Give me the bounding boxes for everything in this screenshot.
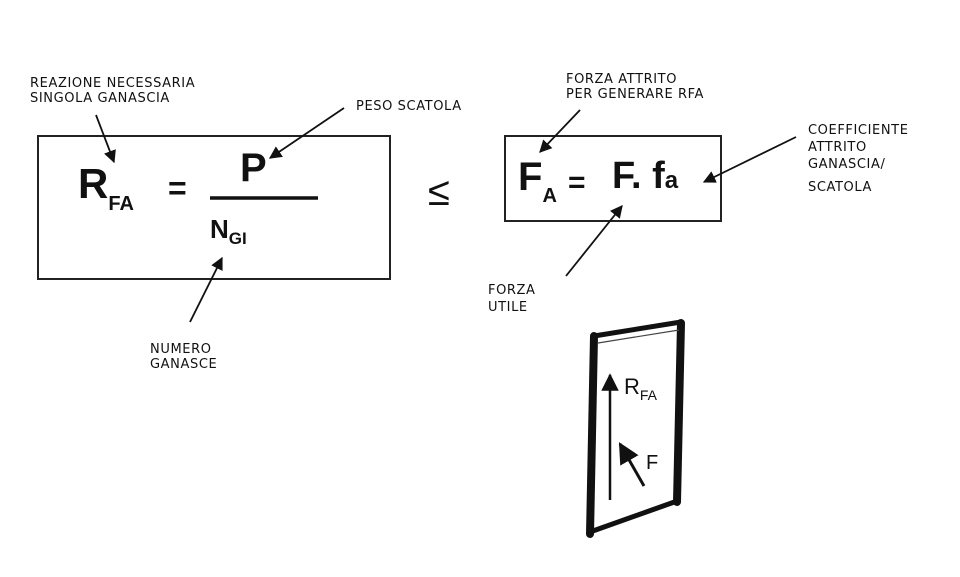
formula-right-rhs-main: F. f bbox=[612, 155, 665, 197]
formula-left-equals: = bbox=[168, 170, 187, 206]
formula-left-numerator: P bbox=[240, 146, 267, 190]
box-label-rfa-main: R bbox=[624, 374, 640, 399]
formula-left-lhs-main: R bbox=[78, 160, 109, 207]
label-coeff-line4: SCATOLA bbox=[808, 180, 873, 195]
label-coeff-line2: ATTRITO bbox=[808, 140, 867, 155]
label-peso: PESO SCATOLA bbox=[356, 99, 462, 114]
formula-right-rhs: F. fa bbox=[612, 155, 678, 198]
arrow-numero bbox=[189, 256, 223, 323]
arrow-reazione bbox=[95, 114, 116, 164]
label-coeff-line1: COEFFICIENTE bbox=[808, 123, 909, 138]
label-forza-attrito-line2: PER GENERARE RFA bbox=[566, 87, 705, 102]
label-forza-utile-line1: FORZA bbox=[488, 283, 536, 298]
label-numero: NUMERO GANASCE bbox=[150, 342, 217, 372]
box-inner-line bbox=[597, 329, 680, 344]
label-numero-line1: NUMERO bbox=[150, 342, 212, 357]
label-numero-line2: GANASCE bbox=[150, 357, 218, 372]
formula-right-lhs: FA bbox=[518, 155, 557, 207]
inequality-sign: ≤ bbox=[428, 170, 450, 214]
formula-right-rhs-sub: a bbox=[664, 167, 679, 194]
label-forza-utile: FORZA UTILE bbox=[488, 282, 536, 316]
label-reazione-line2: SINGOLA GANASCIA bbox=[30, 91, 170, 106]
label-forza-attrito-line1: FORZA ATTRITO bbox=[566, 72, 678, 87]
box-right-side bbox=[673, 319, 685, 506]
arrow-forza-attrito bbox=[539, 109, 581, 153]
arrow-forza-utile bbox=[565, 205, 623, 277]
box-top-side bbox=[593, 319, 682, 339]
label-forza-utile-line2: UTILE bbox=[488, 300, 528, 315]
label-reazione: REAZIONE NECESSARIA SINGOLA GANASCIA bbox=[30, 76, 195, 106]
formula-right-lhs-main: F bbox=[518, 155, 543, 199]
formula-right-lhs-sub: A bbox=[542, 185, 557, 207]
label-coeff-line3: GANASCIA/ bbox=[808, 157, 886, 172]
box-bottom-side bbox=[589, 497, 681, 535]
formula-left-lhs: RFA bbox=[78, 160, 134, 215]
formula-left-denominator: NGI bbox=[210, 214, 247, 248]
right-formula-box bbox=[504, 135, 722, 222]
arrow-coefficiente bbox=[702, 136, 797, 183]
label-coefficiente: COEFFICIENTE ATTRITO GANASCIA/ SCATOLA bbox=[808, 122, 909, 196]
box-label-f: F bbox=[646, 452, 659, 474]
label-forza-attrito: FORZA ATTRITO PER GENERARE RFA bbox=[566, 72, 704, 102]
label-reazione-line1: REAZIONE NECESSARIA bbox=[30, 76, 196, 91]
box-left-side bbox=[586, 332, 598, 538]
formula-left-lhs-sub: FA bbox=[108, 193, 134, 215]
box-label-rfa: RFA bbox=[624, 374, 658, 403]
formula-right-equals: = bbox=[568, 166, 586, 199]
box-label-rfa-sub: FA bbox=[639, 387, 658, 403]
arrow-peso bbox=[268, 107, 345, 159]
arrow-f-diagonal bbox=[618, 442, 646, 487]
left-formula-box bbox=[37, 135, 391, 280]
formula-left-denominator-main: N bbox=[210, 214, 229, 244]
formula-left-denominator-sub: GI bbox=[228, 229, 247, 248]
